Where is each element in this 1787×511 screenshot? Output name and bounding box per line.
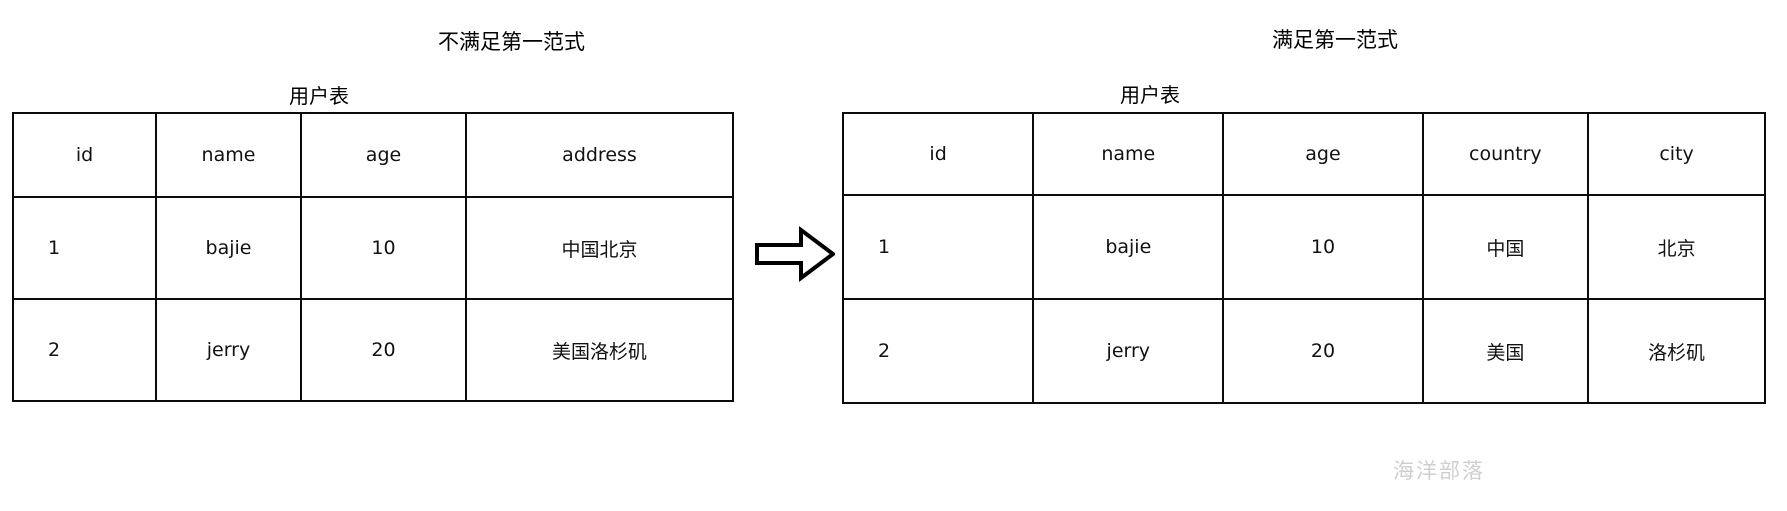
right-user-table: id name age country city 1 bajie 10 中国 北…	[841, 112, 1766, 404]
cell-id: 2	[841, 298, 1035, 404]
column-header-id: id	[12, 112, 157, 198]
column-header-country: country	[1421, 112, 1590, 196]
table-header-row: id name age country city	[841, 112, 1766, 196]
cell-country: 中国	[1421, 194, 1590, 300]
watermark: 海洋部落	[1393, 459, 1485, 483]
column-header-age: age	[1222, 112, 1424, 196]
right-block-arrow-icon	[755, 226, 835, 282]
left-user-table: id name age address 1 bajie 10 中国北京 2 je…	[12, 112, 734, 402]
column-header-name: name	[155, 112, 302, 198]
cell-address: 中国北京	[465, 196, 734, 300]
cell-country: 美国	[1421, 298, 1590, 404]
cell-age: 20	[300, 298, 467, 402]
right-table-title: 用户表	[1120, 83, 1180, 107]
cell-age: 10	[300, 196, 467, 300]
cell-name: jerry	[155, 298, 302, 402]
table-row: 1 bajie 10 中国北京	[12, 196, 734, 300]
cell-id: 2	[12, 298, 157, 402]
table-header-row: id name age address	[12, 112, 734, 198]
column-header-name: name	[1032, 112, 1225, 196]
cell-name: bajie	[1032, 194, 1225, 300]
table-row: 2 jerry 20 美国洛杉矶	[12, 298, 734, 402]
cell-name: bajie	[155, 196, 302, 300]
cell-city: 洛杉矶	[1587, 298, 1766, 404]
column-header-city: city	[1587, 112, 1766, 196]
table-row: 1 bajie 10 中国 北京	[841, 194, 1766, 300]
column-header-age: age	[300, 112, 467, 198]
cell-city: 北京	[1587, 194, 1766, 300]
left-table-title: 用户表	[289, 84, 349, 108]
column-header-id: id	[841, 112, 1035, 196]
cell-name: jerry	[1032, 298, 1225, 404]
cell-age: 20	[1222, 298, 1424, 404]
cell-age: 10	[1222, 194, 1424, 300]
table-row: 2 jerry 20 美国 洛杉矶	[841, 298, 1766, 404]
column-header-address: address	[465, 112, 734, 198]
cell-id: 1	[841, 194, 1035, 300]
left-caption: 不满足第一范式	[438, 30, 585, 54]
cell-address: 美国洛杉矶	[465, 298, 734, 402]
cell-id: 1	[12, 196, 157, 300]
right-caption: 满足第一范式	[1272, 28, 1398, 52]
